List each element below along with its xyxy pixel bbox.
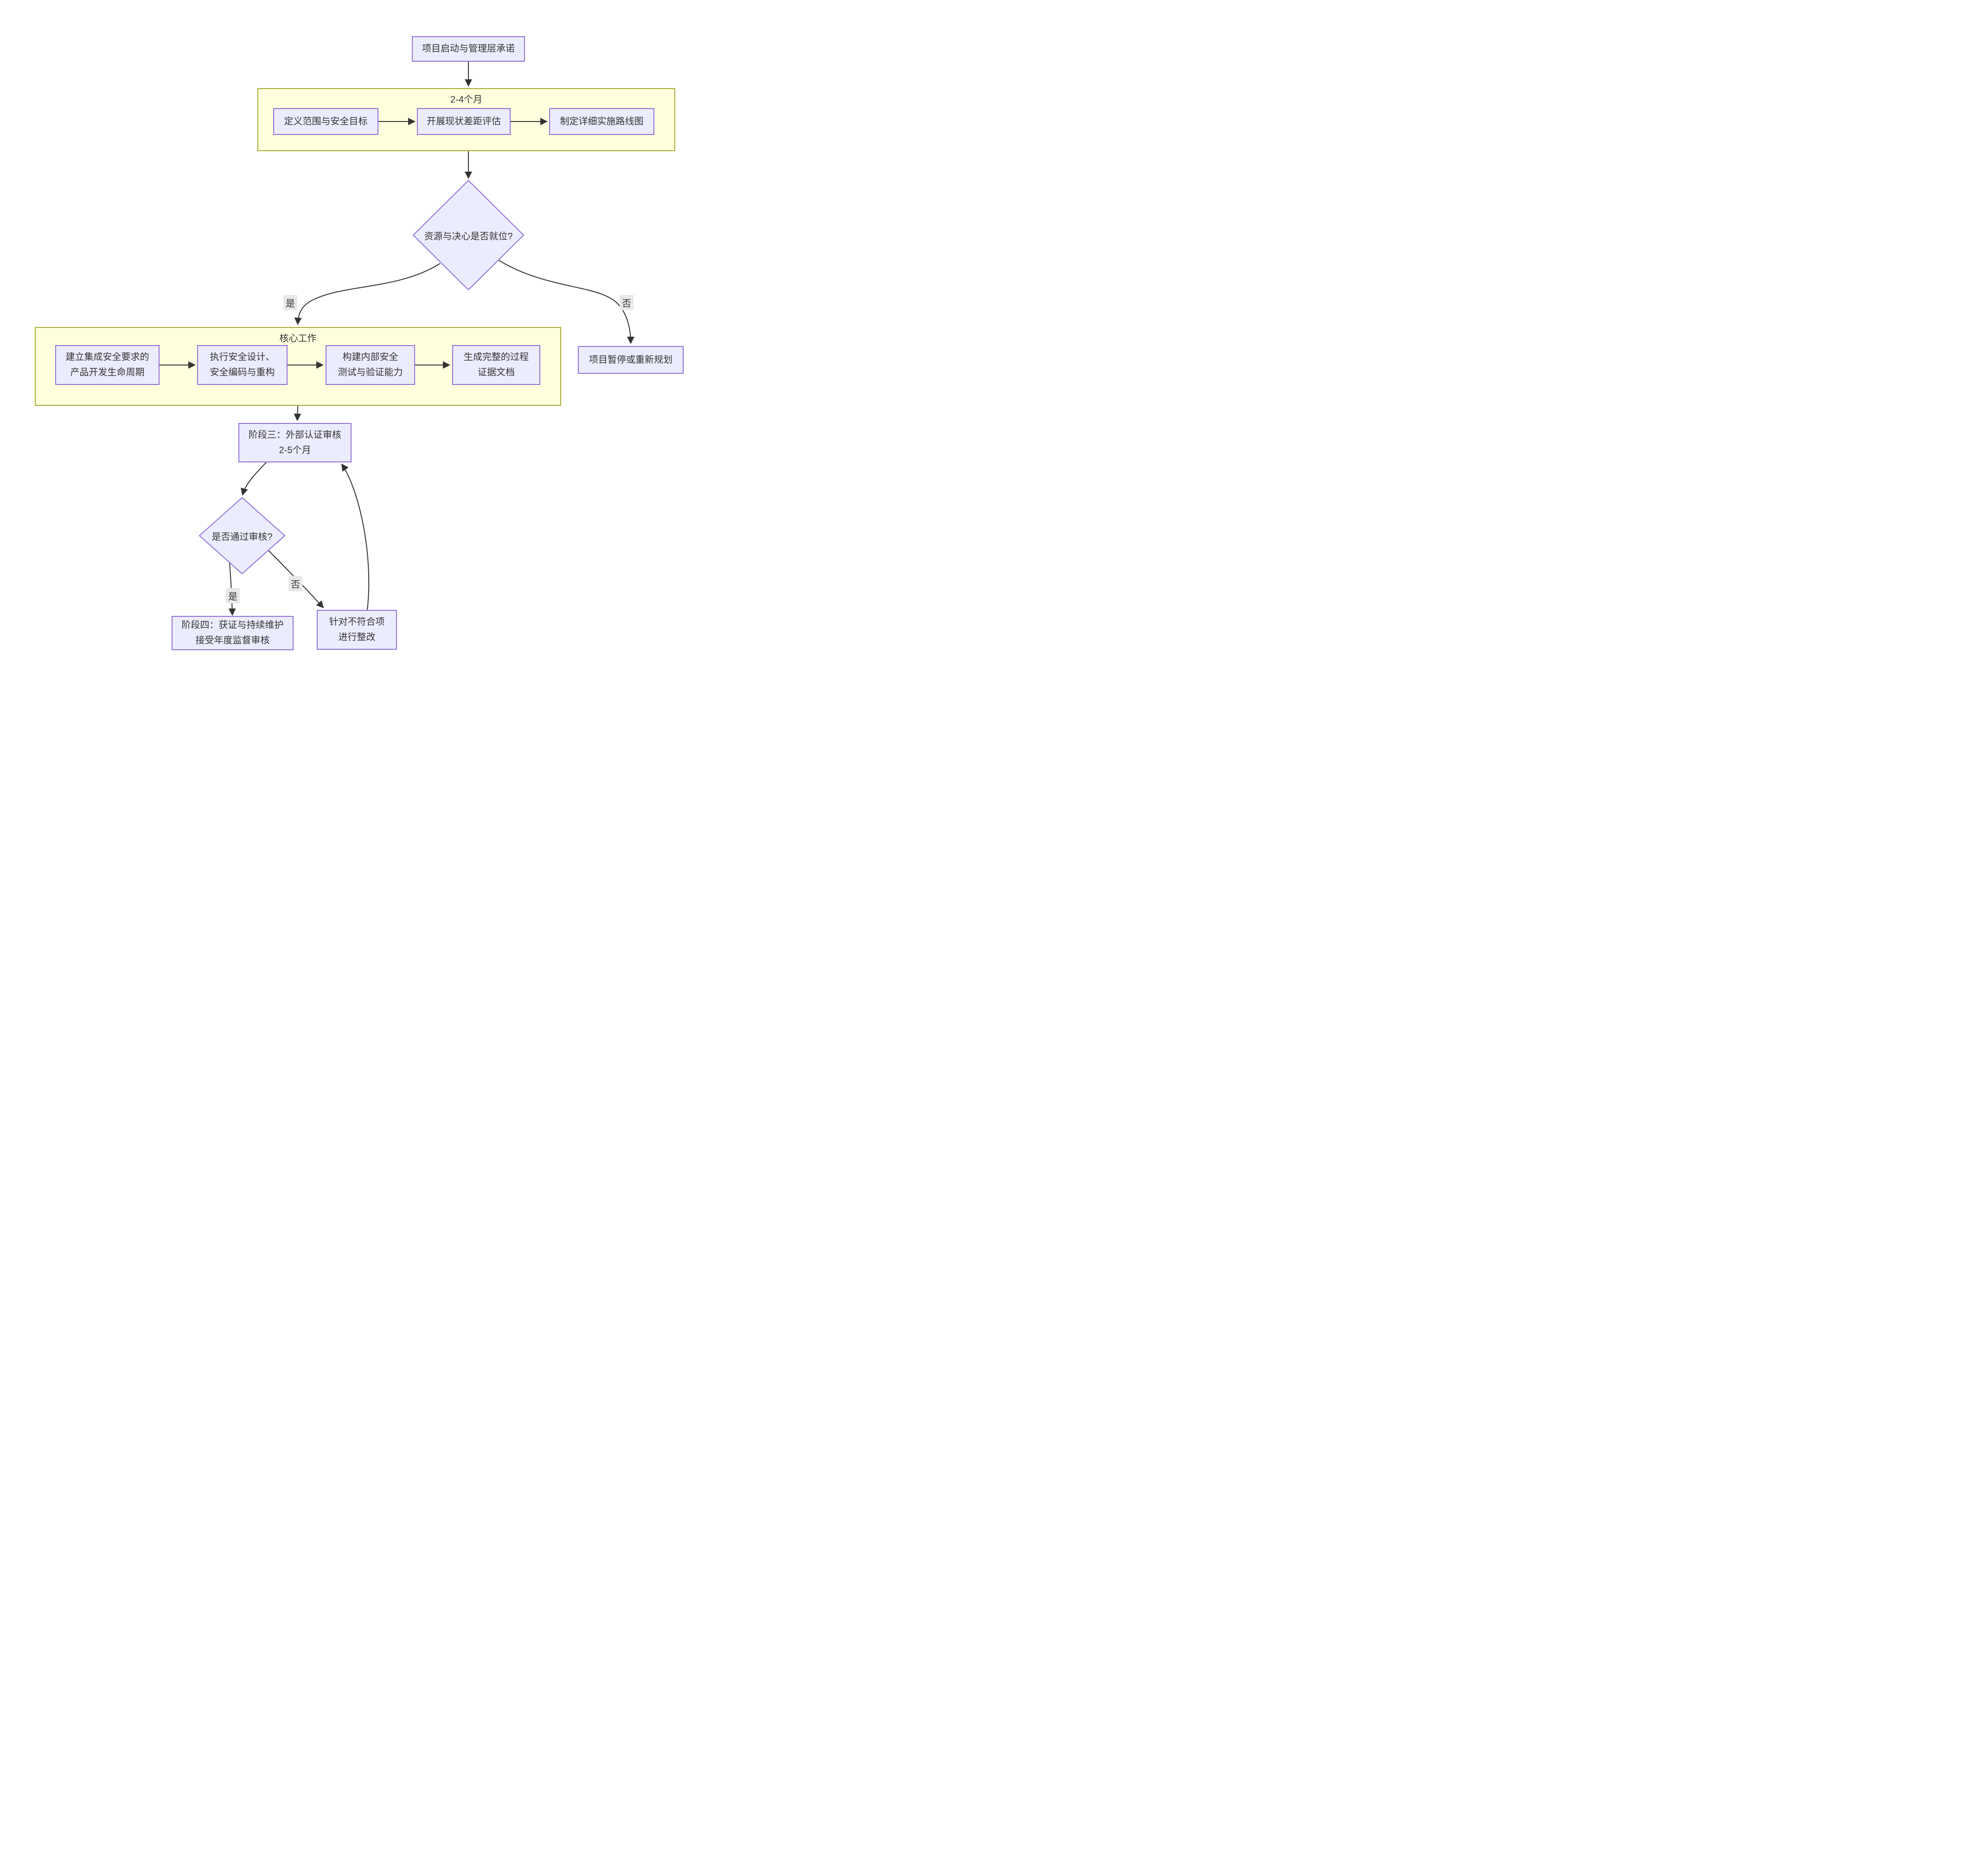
edge-label-yes-2: 是 — [226, 588, 240, 603]
decision-resources-label: 资源与决心是否就位? — [424, 231, 513, 242]
edge-decision-no-pause — [498, 260, 634, 344]
edge-decision-yes-corework — [294, 263, 441, 325]
node-evidence-docs: 生成完整的过程 证据文档 — [452, 345, 540, 385]
edge-phase3-audit — [241, 462, 267, 496]
edge-remediation-phase3 — [341, 463, 370, 610]
node-roadmap: 制定详细实施路线图 — [549, 108, 654, 135]
node-internal-testing: 构建内部安全 测试与验证能力 — [326, 345, 415, 385]
node-phase3: 阶段三：外部认证审核 2-5个月 — [238, 423, 352, 462]
node-sdlc: 建立集成安全要求的 产品开发生命周期 — [55, 345, 160, 385]
edge-corework-phase3 — [294, 405, 301, 421]
node-project-pause: 项目暂停或重新规划 — [578, 346, 684, 374]
subgraph-core-work-label: 核心工作 — [279, 333, 317, 344]
decision-resources-shape — [412, 179, 525, 291]
edge-label-yes-1: 是 — [283, 295, 297, 310]
node-phase4: 阶段四：获证与持续维护 接受年度监督审核 — [172, 616, 294, 650]
edge-label-no-2: 否 — [288, 576, 302, 591]
edge-layer — [160, 62, 634, 616]
node-gap-assessment: 开展现状差距评估 — [417, 108, 511, 135]
node-define-scope: 定义范围与安全目标 — [273, 108, 378, 135]
subgraph-phase1-label: 2-4个月 — [450, 95, 482, 105]
node-remediation: 针对不符合项 进行整改 — [317, 610, 397, 650]
node-start: 项目启动与管理层承诺 — [412, 36, 525, 62]
flowchart-canvas: 2-4个月 核心工作 项目启动与管理层承诺 定义范围与安全目标 开展现状差距评估… — [0, 0, 717, 685]
decision-audit-label: 是否通过审核? — [211, 531, 273, 542]
node-secure-design: 执行安全设计、 安全编码与重构 — [197, 345, 288, 385]
edge-label-no-1: 否 — [620, 295, 634, 310]
decision-audit-shape — [198, 497, 286, 575]
